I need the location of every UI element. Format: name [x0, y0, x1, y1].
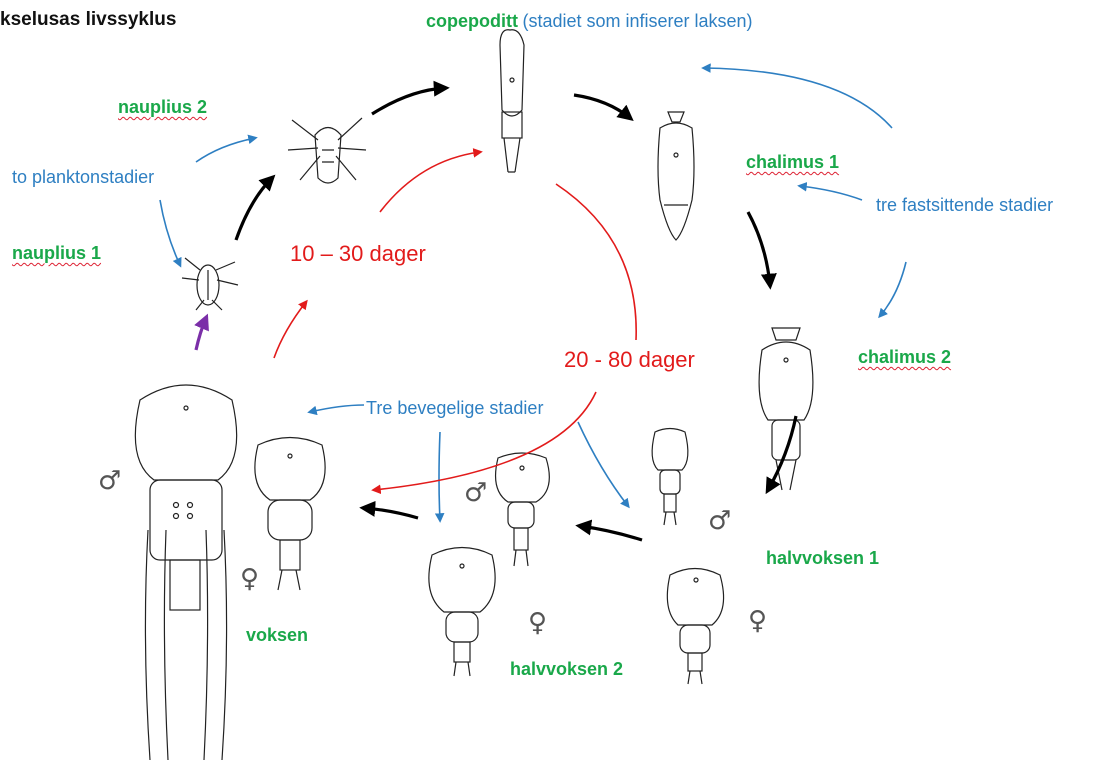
cycle-arrows [236, 88, 796, 540]
male-symbol-preadult-1: ♂ [708, 508, 731, 534]
chalimus-2-label: chalimus 2 [858, 348, 951, 366]
preadult-1-female-drawing [667, 569, 723, 685]
copepodid-note: (stadiet som infiserer laksen) [522, 11, 752, 31]
preadult-2-male-drawing [496, 453, 550, 566]
male-symbol-adult: ♂ [98, 468, 121, 494]
chalimus-1-drawing [658, 112, 694, 240]
mobile-group-label: Tre bevegelige stadier [366, 399, 543, 417]
copepodid-label: copepoditt [426, 11, 518, 31]
female-symbol-preadult-1: ♀ [748, 608, 767, 634]
preadult-2-female-drawing [429, 548, 495, 677]
group-arrows [160, 68, 906, 520]
adult-female-drawing [255, 438, 325, 591]
nauplius-1-drawing [182, 258, 238, 310]
duration-long-label: 20 - 80 dager [564, 349, 695, 371]
copepodid-drawing [500, 30, 524, 172]
nauplius-2-label: nauplius 2 [118, 98, 207, 116]
hatch-arrow [196, 318, 206, 350]
duration-short-label: 10 – 30 dager [290, 243, 426, 265]
female-symbol-adult: ♀ [240, 566, 259, 592]
adult-label: voksen [246, 626, 308, 644]
plankton-group-label: to planktonstadier [12, 168, 154, 186]
nauplius-1-label: nauplius 1 [12, 244, 101, 262]
preadult-1-male-drawing [652, 429, 688, 526]
male-symbol-preadult-2: ♂ [464, 480, 487, 506]
female-symbol-preadult-2: ♀ [528, 610, 547, 636]
preadult-2-label: halvvoksen 2 [510, 660, 623, 678]
preadult-1-label: halvvoksen 1 [766, 549, 879, 567]
attached-group-label: tre fastsittende stadier [876, 196, 1053, 214]
copepodid-heading: copepoditt (stadiet som infiserer laksen… [426, 12, 753, 31]
diagram-title: kselusas livssyklus [0, 10, 176, 29]
nauplius-2-drawing [288, 118, 366, 183]
adult-male-drawing [135, 385, 236, 760]
chalimus-1-label: chalimus 1 [746, 153, 839, 171]
duration-arcs [274, 152, 636, 490]
chalimus-2-drawing [759, 328, 813, 490]
